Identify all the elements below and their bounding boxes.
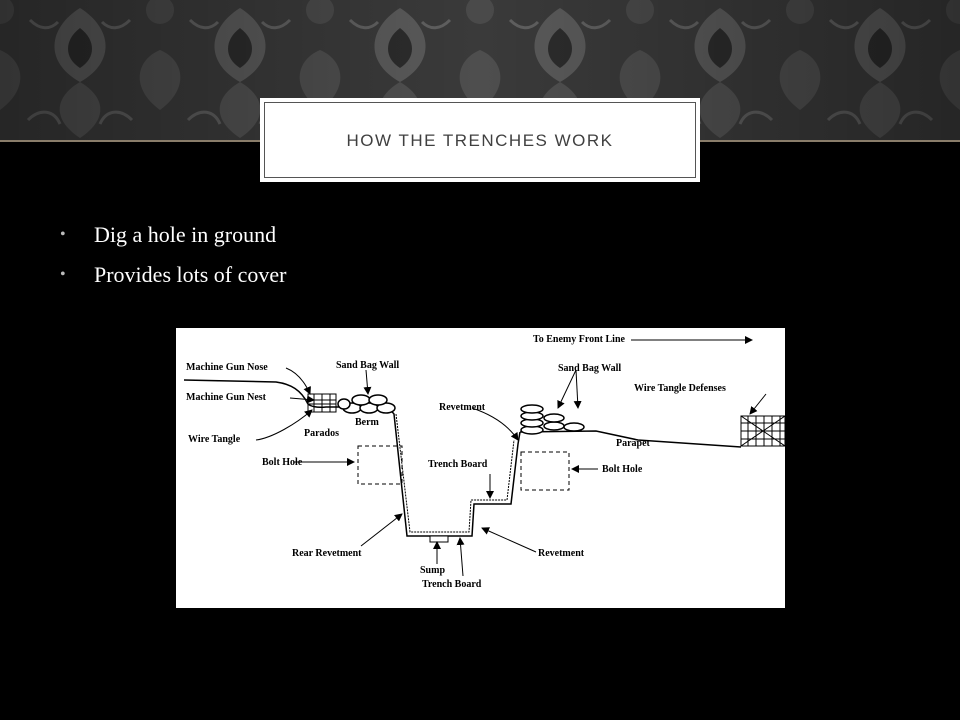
bullet-item: • Provides lots of cover bbox=[60, 258, 286, 298]
label-wire-tangle-defenses: Wire Tangle Defenses bbox=[634, 383, 726, 394]
label-enemy-front-line: To Enemy Front Line bbox=[533, 334, 626, 345]
damask-pattern bbox=[0, 0, 960, 140]
label-bolt-hole-right: Bolt Hole bbox=[602, 464, 643, 475]
ground-right bbox=[519, 430, 742, 448]
trench-wall-inner bbox=[395, 413, 515, 533]
bullet-item: • Dig a hole in ground bbox=[60, 218, 286, 258]
wire-tangle-defenses bbox=[740, 415, 785, 447]
damask-banner bbox=[0, 0, 960, 140]
title-frame: HOW THE TRENCHES WORK bbox=[264, 102, 696, 178]
bullet-list: • Dig a hole in ground • Provides lots of … bbox=[60, 218, 286, 298]
label-wire-tangle: Wire Tangle bbox=[188, 434, 241, 445]
bullet-dot-icon: • bbox=[60, 226, 66, 243]
label-trench-board-lower: Trench Board bbox=[422, 579, 482, 590]
title-box: HOW THE TRENCHES WORK bbox=[260, 98, 700, 182]
label-machine-gun-nose: Machine Gun Nose bbox=[186, 362, 268, 373]
label-sand-bag-wall-left: Sand Bag Wall bbox=[336, 360, 399, 371]
bolt-hole-right bbox=[520, 451, 570, 491]
label-trench-board-upper: Trench Board bbox=[428, 459, 488, 470]
label-bolt-hole-left: Bolt Hole bbox=[262, 457, 303, 468]
trench-diagram: To Enemy Front Line Machine Gun Nose Mac… bbox=[176, 328, 785, 608]
label-revetment-upper: Revetment bbox=[439, 402, 486, 413]
bullet-dot-icon: • bbox=[60, 266, 66, 283]
label-rear-revetment: Rear Revetment bbox=[292, 548, 362, 559]
leader-arrows bbox=[255, 336, 767, 577]
bullet-text: Dig a hole in ground bbox=[94, 222, 277, 247]
sand-bag-wall-left bbox=[337, 394, 396, 414]
sand-bag-wall-right bbox=[520, 404, 585, 435]
label-parados: Parados bbox=[304, 428, 339, 439]
label-sump: Sump bbox=[420, 565, 445, 576]
trench-wall bbox=[387, 406, 521, 537]
label-machine-gun-nest: Machine Gun Nest bbox=[186, 392, 267, 403]
label-berm: Berm bbox=[355, 417, 380, 428]
bolt-hole-left bbox=[357, 445, 403, 485]
label-revetment-lower: Revetment bbox=[538, 548, 585, 559]
label-parapet: Parapet bbox=[616, 438, 651, 449]
sump-box bbox=[429, 535, 449, 543]
trench-diagram-svg: To Enemy Front Line Machine Gun Nose Mac… bbox=[183, 334, 785, 590]
machine-gun-nest-wire bbox=[307, 393, 337, 413]
bullet-text: Provides lots of cover bbox=[94, 262, 287, 287]
slide-title: HOW THE TRENCHES WORK bbox=[346, 130, 614, 150]
label-sand-bag-wall-right: Sand Bag Wall bbox=[558, 363, 621, 374]
